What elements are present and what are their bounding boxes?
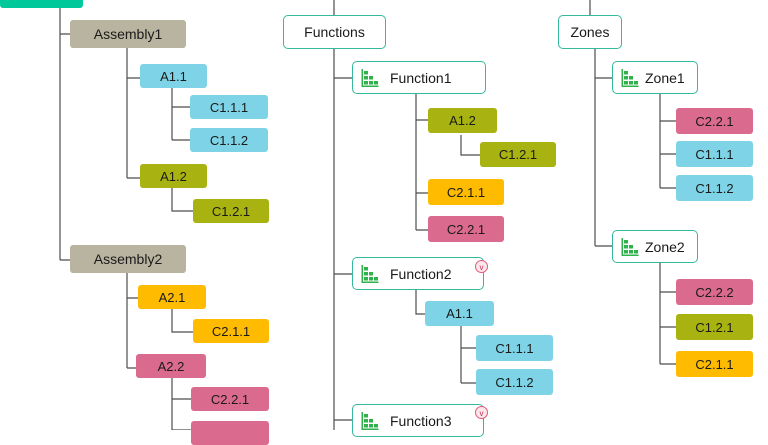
- component-node[interactable]: C1.2.1: [480, 142, 556, 167]
- zone-node[interactable]: Zone2: [612, 230, 698, 263]
- assembly-node[interactable]: Assembly1: [70, 20, 186, 48]
- tree-connectors: [59, 0, 676, 430]
- function-node[interactable]: Function1: [352, 61, 486, 94]
- component-node[interactable]: C2.2.1: [676, 108, 753, 134]
- component-node[interactable]: C2.1.1: [193, 319, 269, 343]
- function-node[interactable]: Function2: [352, 257, 484, 290]
- component-node[interactable]: C1.1.2: [676, 175, 753, 201]
- component-node[interactable]: C2.2.1: [191, 387, 269, 411]
- part-node[interactable]: A1.2: [428, 108, 497, 133]
- variant-badge-icon[interactable]: v: [475, 406, 488, 419]
- bar-chart-icon: [361, 411, 379, 430]
- functions-header[interactable]: Functions: [283, 15, 386, 49]
- part-node[interactable]: A1.1: [425, 301, 494, 326]
- component-node[interactable]: C1.1.2: [190, 128, 268, 152]
- component-node[interactable]: C1.1.1: [190, 95, 268, 119]
- component-node[interactable]: C2.1.1: [428, 179, 504, 205]
- component-node[interactable]: C2.1.1: [676, 351, 753, 377]
- function-label: Function2: [390, 265, 452, 282]
- component-node[interactable]: C2.2.2: [676, 279, 753, 305]
- zone-label: Zone2: [645, 238, 685, 255]
- component-node[interactable]: C1.1.1: [676, 141, 753, 167]
- component-node[interactable]: C1.2.1: [676, 314, 753, 340]
- part-node[interactable]: A2.1: [138, 285, 206, 309]
- zone-label: Zone1: [645, 69, 685, 86]
- part-node[interactable]: A1.1: [140, 64, 207, 88]
- bar-chart-icon: [361, 68, 379, 87]
- function-label: Function3: [390, 412, 452, 429]
- assembly-node[interactable]: Assembly2: [70, 245, 186, 273]
- component-node-partial[interactable]: [191, 421, 269, 445]
- bar-chart-icon: [361, 264, 379, 283]
- bar-chart-icon: [621, 237, 639, 256]
- part-node[interactable]: A1.2: [140, 164, 207, 188]
- component-node[interactable]: C2.2.1: [428, 216, 504, 242]
- bar-chart-icon: [621, 68, 639, 87]
- zones-header[interactable]: Zones: [558, 15, 622, 49]
- component-node[interactable]: C1.1.2: [476, 369, 553, 395]
- component-node[interactable]: C1.1.1: [476, 335, 553, 361]
- part-node[interactable]: A2.2: [136, 354, 206, 378]
- root-node[interactable]: [0, 0, 83, 8]
- component-node[interactable]: C1.2.1: [193, 199, 269, 223]
- variant-badge-icon[interactable]: v: [475, 260, 488, 273]
- zone-node[interactable]: Zone1: [612, 61, 698, 94]
- function-node[interactable]: Function3: [352, 404, 484, 437]
- function-label: Function1: [390, 69, 452, 86]
